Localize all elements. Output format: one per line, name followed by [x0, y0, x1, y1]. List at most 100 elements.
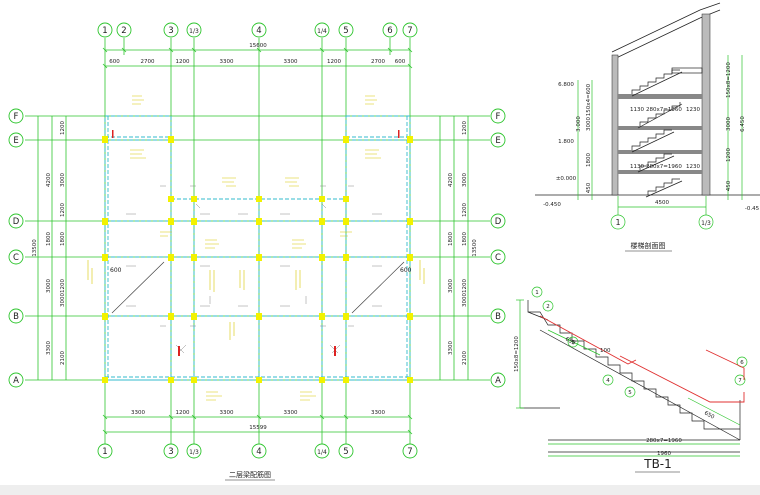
plan-right-dim-inner-3: 1800: [462, 232, 468, 246]
status-bar: [0, 485, 760, 495]
plan-left-dim-outer-2: 3000: [46, 279, 52, 293]
plan-left-dim-inner-1: 3000: [60, 173, 66, 187]
plan-top-axis-2: 3: [168, 26, 173, 36]
plan-left-axis-5: A: [13, 376, 19, 386]
section-left-dim-0: 150x4=600: [586, 83, 592, 116]
plan-top-axis-1: 2: [121, 26, 126, 36]
detail-marker-3: 3: [571, 340, 575, 346]
plan-left-total: 13500: [32, 239, 38, 257]
section-stair-label-0: 1130: [630, 107, 644, 113]
plan-right-axis-1: E: [495, 136, 500, 146]
plan-top-dim-3: 3300: [220, 59, 234, 65]
plan-top-axis-0: 1: [102, 26, 107, 36]
plan-left-axis-1: E: [13, 136, 18, 146]
section-right-dim-2: 3000: [726, 117, 732, 131]
plan-bottom-dim-4: 3300: [371, 410, 385, 416]
plan-top-axis-6: 5: [343, 26, 348, 36]
plan-right-axis-0: F: [496, 112, 501, 122]
section-level-6800: 6.800: [558, 82, 574, 88]
plan-right-dim-inner-6: 2100: [462, 351, 468, 365]
section-right-dim-0: 150x8=1200: [726, 62, 732, 98]
section-bottom-dim: 4500: [655, 200, 669, 206]
section-level-minus: -0.450: [543, 202, 561, 208]
section-left-dim-2: 1800: [586, 153, 592, 167]
stair-section: 6.800 3.000 1.800 ±0.000 -0.450 6.450 -0…: [535, 2, 760, 252]
detail-bottom-dim-0: 280x7=1960: [646, 438, 682, 444]
plan-top-axis-8: 7: [407, 26, 412, 36]
plan-left-dim-inner-4: 1200: [60, 279, 66, 293]
detail-marker-1: 1: [535, 290, 539, 296]
plan-top-dim-2: 1200: [176, 59, 190, 65]
plan-left-axis-0: F: [14, 112, 19, 122]
section-level-1800: 1.800: [558, 139, 574, 145]
plan-offset-label-left: 600: [110, 267, 122, 274]
detail-marker-4: 4: [606, 378, 610, 384]
plan-bottom-axis-6: 7: [407, 447, 412, 457]
section-title: 楼梯剖面图: [631, 241, 666, 250]
plan-left-axis-3: C: [13, 253, 19, 263]
detail-marker-7: 7: [738, 378, 742, 384]
plan-right-axis-2: D: [495, 217, 502, 227]
plan-top-dim-1: 2700: [141, 59, 155, 65]
plan-bottom-axis-0: 1: [102, 447, 107, 457]
plan-top-dim-5: 1200: [327, 59, 341, 65]
section-right-dim-1: 1200: [726, 148, 732, 162]
plan-right-dim-outer-2: 3000: [448, 279, 454, 293]
plan-left-axis-2: D: [13, 217, 20, 227]
section-axis-1: 1: [615, 218, 620, 227]
plan-right-dim-inner-2: 1200: [462, 203, 468, 217]
plan-left-dim-outer-1: 1800: [46, 232, 52, 246]
plan-left-axis-4: B: [13, 312, 19, 322]
detail-dim-650-bottom: 650: [703, 410, 716, 420]
plan-left-dim-inner-3: 1800: [60, 232, 66, 246]
detail-marker-2: 2: [546, 304, 550, 310]
plan-right-dim-outer-1: 1800: [448, 232, 454, 246]
plan-bottom-dim-2: 3300: [220, 410, 234, 416]
section-level-right-minus: -0.45: [745, 206, 760, 212]
detail-dim-650-top: 650: [564, 336, 577, 346]
plan-right-dim-inner-1: 3000: [462, 173, 468, 187]
plan-top-dim-7: 600: [395, 59, 406, 65]
plan-left-dim-inner-0: 1200: [60, 121, 66, 135]
plan-title: 二层梁配筋图: [229, 470, 271, 479]
detail-bottom-dim-1: 1960: [657, 451, 671, 457]
plan-bottom-dim-3: 3300: [284, 410, 298, 416]
plan-top-dim-0: 600: [109, 59, 120, 65]
plan-top-axis-4: 4: [256, 26, 261, 36]
detail-side-dim: 150x8=1200: [514, 336, 520, 372]
section-stair-label-4: 280x7=1960: [646, 164, 682, 170]
plan-bottom-dim-1: 1200: [176, 410, 190, 416]
plan-right-dim-inner-5: 3000: [462, 293, 468, 307]
detail-dim-100: 100: [600, 348, 611, 354]
plan-overall-width-bottom: 15599: [249, 425, 267, 431]
plan-right-axis-4: B: [495, 312, 501, 322]
section-left-dim-1: 3000: [586, 117, 592, 131]
plan-left-dim-inner-5: 3000: [60, 293, 66, 307]
plan-right-axis-5: A: [495, 376, 501, 386]
section-level-zero: ±0.000: [556, 176, 577, 182]
plan-bottom-axis-4: 1/4: [317, 449, 327, 456]
plan-right-dim-outer-0: 4200: [448, 173, 454, 187]
plan-top-axis-3: 1/3: [189, 28, 199, 35]
section-stair-label-1: 280x7=1960: [646, 107, 682, 113]
section-stair-label-3: 1130: [630, 164, 644, 170]
plan-right-dim-outer-3: 3300: [448, 341, 454, 355]
stair-detail-tb1: 650 100 650 280x7=1960 1960 150x8=1200 1…: [514, 286, 748, 473]
plan-left-dim-inner-2: 1200: [60, 203, 66, 217]
plan-left-dim-inner-6: 2100: [60, 351, 66, 365]
plan-right-dim-inner-0: 1200: [462, 121, 468, 135]
section-level-3000: 3.000: [576, 116, 582, 132]
detail-marker-5: 5: [628, 390, 632, 396]
plan-right-axis-3: C: [495, 253, 501, 263]
section-axis-1-3: 1/3: [701, 220, 711, 227]
plan-offset-label-right: 600: [400, 267, 412, 274]
section-stair-label-2: 1230: [686, 107, 700, 113]
plan-left-dim-outer-0: 4200: [46, 173, 52, 187]
plan-bottom-axis-1: 3: [168, 447, 173, 457]
plan-top-dim-4: 3300: [284, 59, 298, 65]
plan-bottom-axis-2: 1/3: [189, 449, 199, 456]
plan-top-axis-7: 6: [387, 26, 392, 36]
detail-title: TB-1: [643, 457, 672, 471]
